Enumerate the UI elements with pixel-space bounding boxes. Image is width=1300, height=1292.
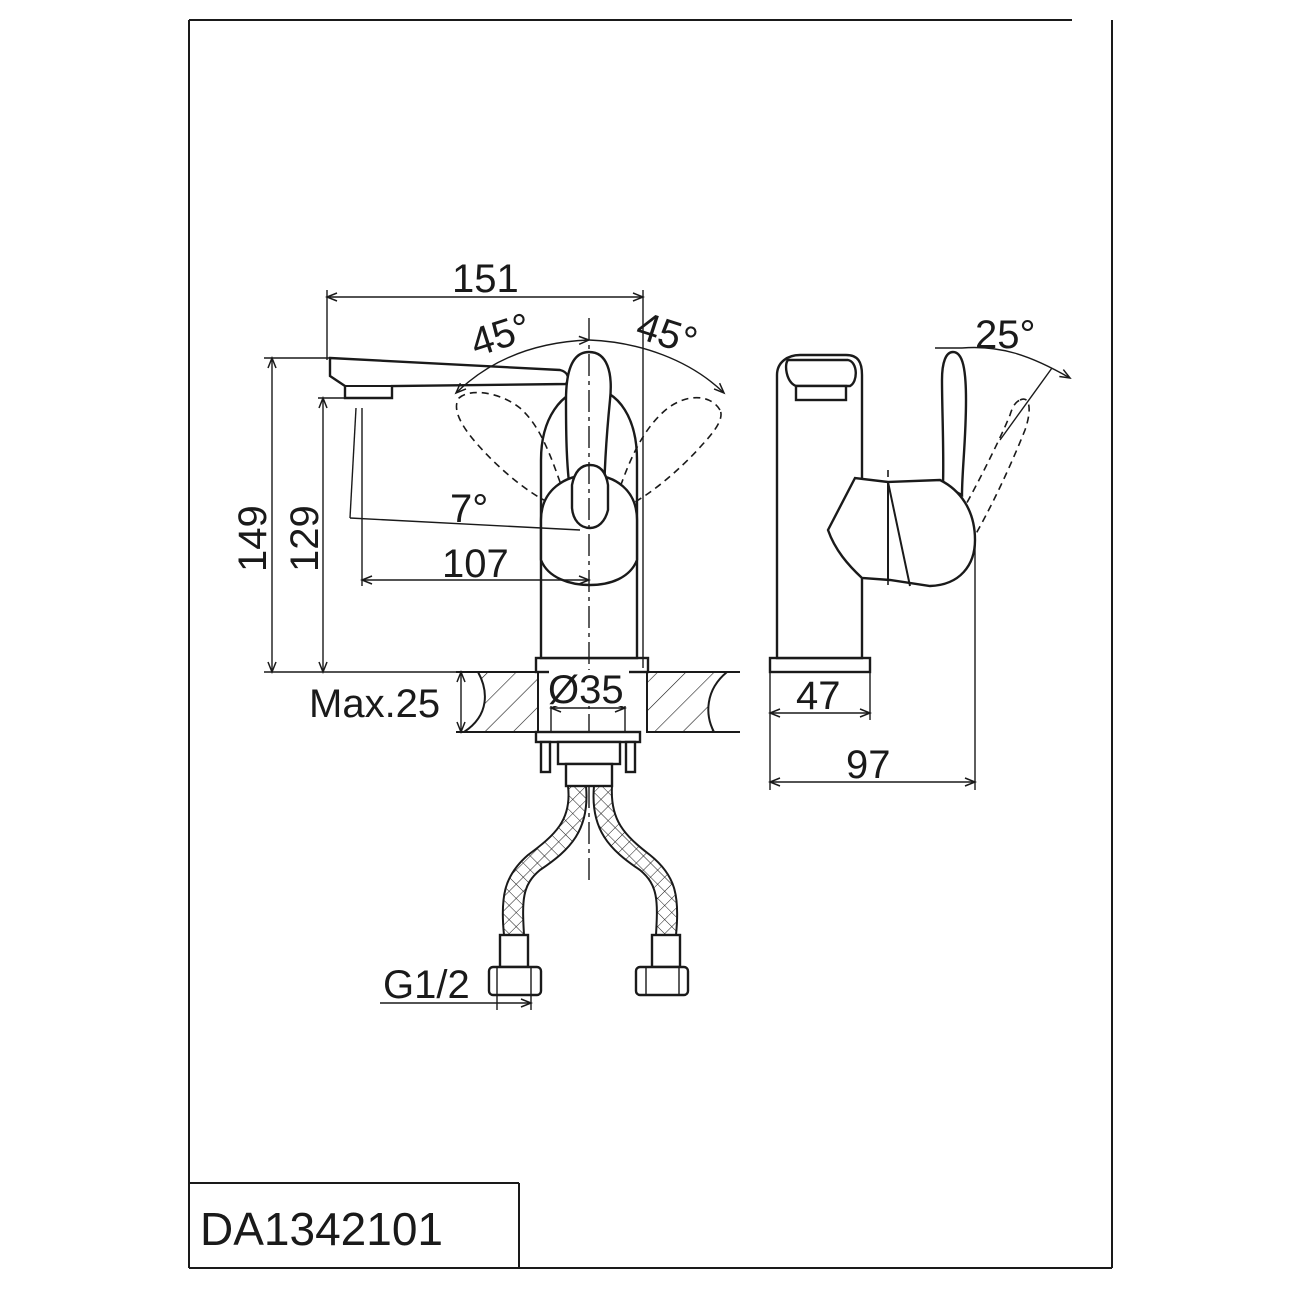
model-code: DA1342101: [200, 1203, 443, 1255]
hose-nut-left: [487, 965, 543, 997]
drawing-frame: [188, 19, 1113, 1269]
spout: [328, 356, 570, 400]
svg-text:7°: 7°: [450, 487, 488, 531]
supply-hoses: [487, 785, 690, 997]
side-lever-handle: [940, 350, 968, 497]
svg-text:47: 47: [796, 674, 841, 718]
side-view: 25° 47 97: [770, 313, 1070, 790]
side-cartridge: [826, 476, 977, 588]
svg-text:Max.25: Max.25: [309, 682, 440, 726]
dim-total-height: 149: [231, 358, 538, 672]
side-base-ring: [768, 656, 872, 674]
svg-text:97: 97: [846, 743, 891, 787]
dim-hose-thread: G1/2: [380, 963, 531, 1010]
dim-spout-reach: 107: [362, 408, 589, 586]
svg-text:149: 149: [231, 505, 275, 572]
svg-text:107: 107: [442, 542, 509, 586]
dim-handle-tilt: 25°: [935, 313, 1070, 441]
side-body: [775, 353, 864, 660]
dim-mount-thickness: Max.25: [309, 672, 461, 732]
svg-text:129: 129: [283, 505, 327, 572]
dim-side-base: 47: [770, 672, 870, 790]
side-aerator: [784, 358, 857, 388]
title-block: DA1342101: [189, 1182, 520, 1268]
svg-text:25°: 25°: [975, 313, 1036, 357]
svg-text:Ø35: Ø35: [548, 668, 624, 712]
svg-text:G1/2: G1/2: [383, 963, 470, 1007]
mounting-hardware: [534, 730, 642, 788]
svg-text:151: 151: [452, 257, 519, 301]
dim-side-depth: 97: [770, 540, 975, 790]
hose-nut-right: [634, 965, 690, 997]
svg-text:45°: 45°: [631, 304, 702, 365]
svg-text:45°: 45°: [465, 305, 536, 366]
dim-hole-diameter: Ø35: [548, 668, 629, 712]
dim-spout-height: 129: [283, 398, 348, 672]
lever-neck: [570, 463, 610, 530]
dim-spout-tilt: 7°: [349, 407, 581, 531]
dim-overall-width: 151: [327, 257, 643, 668]
front-view: 151 45° 45° 7° 107 149: [231, 257, 740, 1010]
dim-handle-rotation: 45° 45°: [456, 304, 724, 393]
